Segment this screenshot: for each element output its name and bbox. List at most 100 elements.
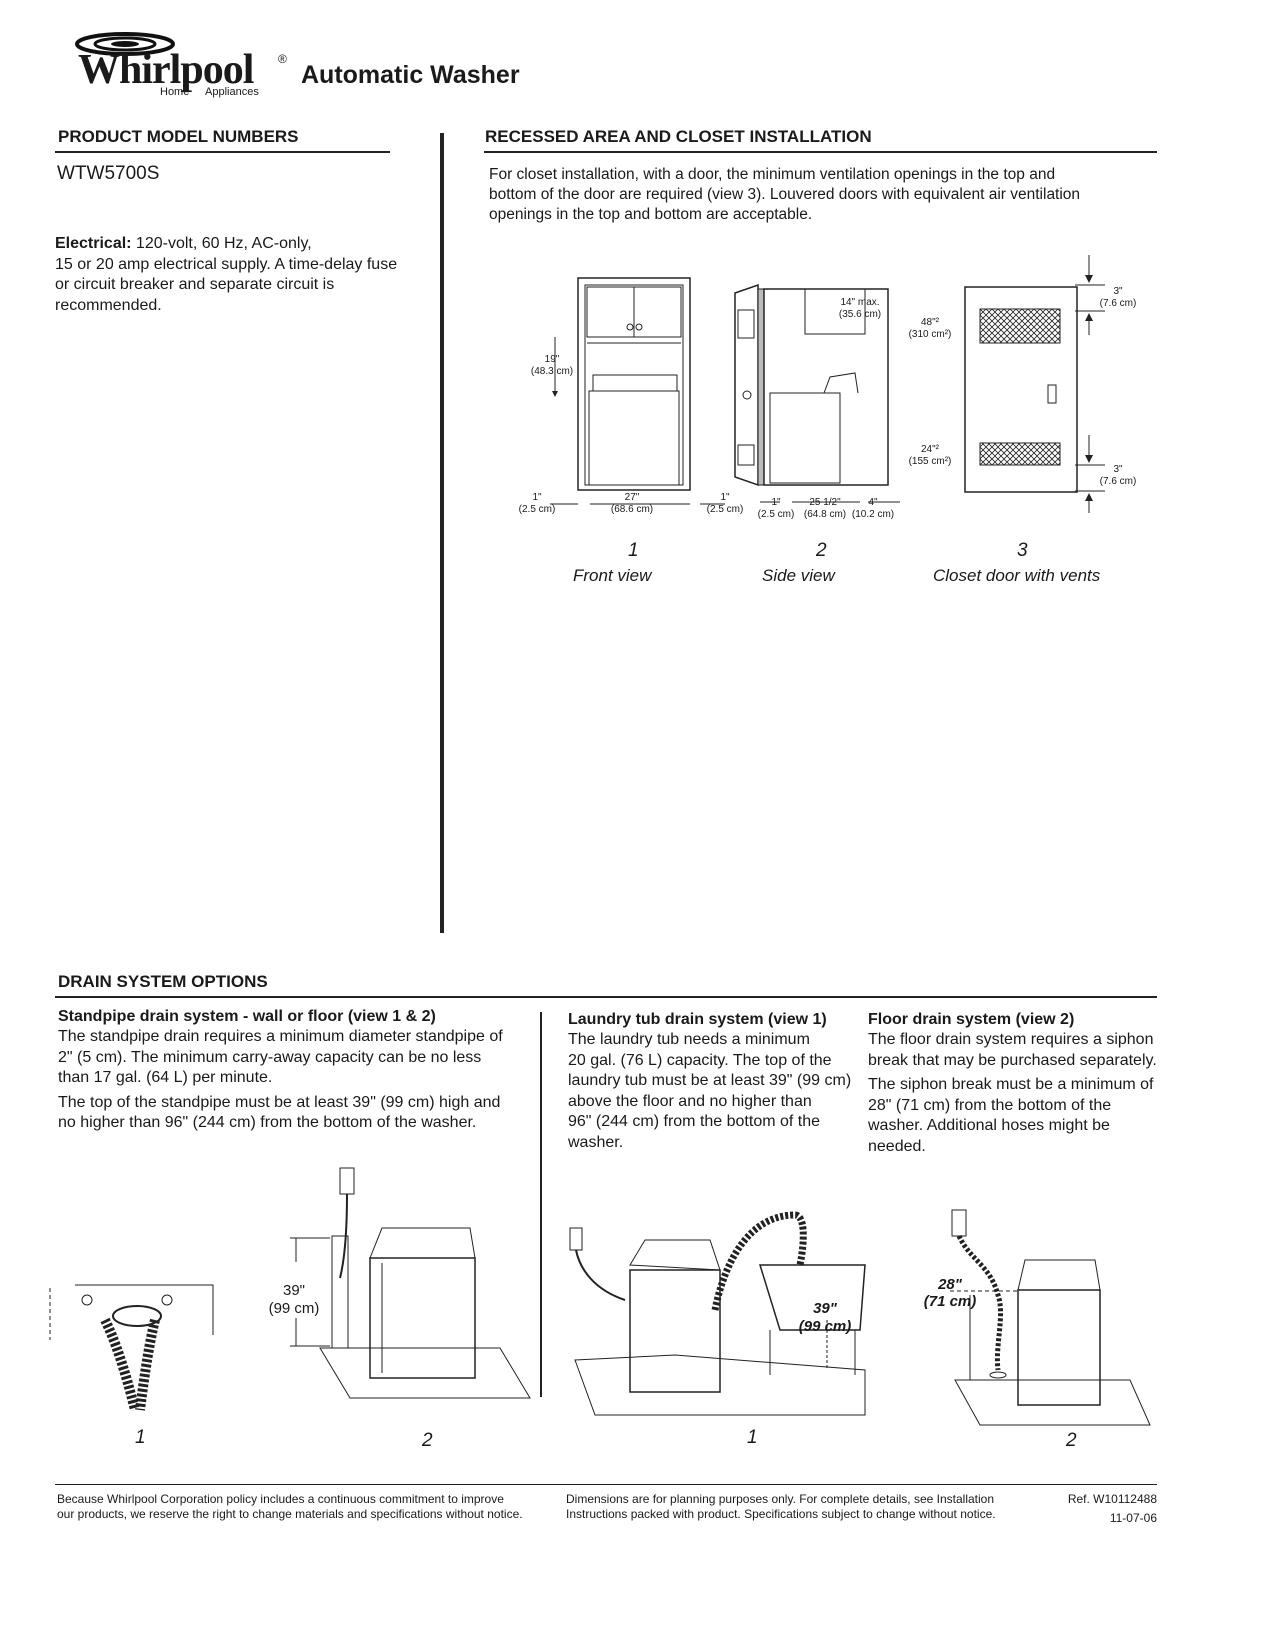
view-number: 2: [422, 1430, 433, 1451]
dim-cm: (68.6 cm): [610, 504, 654, 515]
dim-inch: 3": [1113, 464, 1123, 475]
standpipe-line: The standpipe drain requires a minimum d…: [58, 1028, 503, 1045]
dim-cm: (10.2 cm): [851, 509, 895, 520]
front-view-diagram: [552, 277, 691, 491]
floor-line: break that may be purchased separately.: [868, 1051, 1157, 1069]
view-number: 1: [628, 540, 639, 561]
dim-cm: (2.5 cm): [757, 509, 795, 520]
standpipe-line: 2" (5 cm). The minimum carry-away capaci…: [58, 1048, 482, 1066]
recessed-line: For closet installation, with a door, th…: [489, 166, 1056, 183]
footer-disclaimer: Because Whirlpool Corporation policy inc…: [57, 1492, 523, 1522]
dim-inch: 28": [938, 1276, 962, 1293]
view-number: 3: [1017, 540, 1028, 561]
side-view-diagram: [734, 283, 889, 487]
standpipe-wall-illustration: [49, 1284, 214, 1412]
model-number: WTW5700S: [57, 163, 160, 184]
view-number: 1: [135, 1427, 146, 1448]
dim-cm: (2.5 cm): [706, 504, 744, 515]
recessed-heading: RECESSED AREA AND CLOSET INSTALLATION: [485, 127, 872, 146]
page-title: Automatic Washer: [301, 61, 520, 89]
electrical-line: or circuit breaker and separate circuit …: [55, 276, 335, 293]
floor-line: needed.: [868, 1137, 926, 1155]
dim-cm: (99 cm): [798, 1318, 852, 1335]
dim-inch: 3": [1113, 286, 1123, 297]
dim-inch: 1": [720, 492, 730, 503]
floor-line: The floor drain system requires a siphon: [868, 1031, 1154, 1048]
door-dim-arrows: [1075, 255, 1105, 513]
recessed-description: For closet installation, with a door, th…: [489, 165, 1149, 225]
whirlpool-swirl-icon: [75, 32, 175, 56]
view-caption: Closet door with vents: [933, 566, 1101, 585]
drain-rule: [55, 996, 1157, 998]
drain-divider: [540, 1012, 542, 1397]
footer-dimensions-note: Dimensions are for planning purposes onl…: [566, 1492, 996, 1522]
view-caption: Front view: [573, 566, 652, 585]
dim-cm: (310 cm²): [908, 329, 952, 340]
floor-section: Floor drain system (view 2) The floor dr…: [868, 1011, 1168, 1157]
door-dim-3b: 3" (7.6 cm): [1096, 464, 1140, 488]
floor-dim: 28" (71 cm): [918, 1276, 982, 1310]
brand-sub-appliances: Appliances: [205, 86, 259, 98]
dim-inch: 39": [813, 1300, 837, 1317]
brand-logo: Whirlpool: [78, 47, 254, 93]
recessed-line: openings in the top and bottom are accep…: [489, 206, 813, 223]
floor-line: The siphon break must be a minimum of: [868, 1076, 1154, 1093]
view-caption: Side view: [762, 566, 835, 585]
standpipe-title: Standpipe drain system - wall or floor (…: [58, 1008, 436, 1025]
front-dim-27: 27" (68.6 cm): [600, 492, 664, 516]
dim-cm: (155 cm²): [908, 456, 952, 467]
column-divider: [440, 133, 444, 933]
standpipe-line: no higher than 96" (244 cm) from the bot…: [58, 1114, 477, 1131]
footer-line: Instructions packed with product. Specif…: [566, 1507, 996, 1521]
dim-cm: (48.3 cm): [530, 366, 574, 377]
dim-cm: (99 cm): [268, 1300, 320, 1317]
electrical-line: 15 or 20 amp electrical supply. A time-d…: [55, 255, 398, 273]
tub-line: 96" (244 cm) from the bottom of the: [568, 1113, 821, 1130]
footer-line: Dimensions are for planning purposes onl…: [566, 1492, 995, 1506]
standpipe-floor-illustration: [290, 1167, 531, 1399]
door-dim-48: 48"² (310 cm²): [902, 317, 958, 341]
tub-line: The laundry tub needs a minimum: [568, 1031, 810, 1048]
view-number: 1: [747, 1427, 758, 1448]
standpipe-line: The top of the standpipe must be at leas…: [58, 1093, 501, 1111]
floor-drain-illustration: [950, 1209, 1151, 1426]
standpipe-dim: 39" (99 cm): [262, 1282, 326, 1318]
electrical-line: recommended.: [55, 296, 162, 314]
tub-title: Laundry tub drain system (view 1): [568, 1011, 827, 1028]
dim-inch: 14" max.: [840, 297, 880, 308]
dim-cm: (35.6 cm): [838, 309, 882, 320]
dim-cm: (7.6 cm): [1099, 476, 1137, 487]
registered-mark: ®: [278, 52, 287, 66]
floor-line: washer. Additional hoses might be: [868, 1117, 1110, 1134]
view-number: 2: [1066, 1430, 1077, 1451]
front-dim-arrows: [550, 503, 725, 505]
dim-cm: (64.8 cm): [803, 509, 847, 520]
dim-inch: 19": [544, 354, 560, 365]
tub-line: laundry tub must be at least 39" (99 cm): [568, 1072, 852, 1089]
door-dim-3a: 3" (7.6 cm): [1096, 286, 1140, 310]
front-dim-19: 19" (48.3 cm): [527, 354, 577, 378]
dim-inch: 27": [624, 492, 640, 503]
dim-cm: (71 cm): [923, 1293, 977, 1310]
front-dim-1a: 1" (2.5 cm): [512, 492, 562, 516]
ref-date: 11-07-06: [1109, 1511, 1157, 1525]
ref-number: Ref. W10112488: [1067, 1492, 1157, 1506]
tub-line: washer.: [568, 1133, 624, 1151]
footer-line: Because Whirlpool Corporation policy inc…: [57, 1492, 504, 1506]
front-dim-1b: 1" (2.5 cm): [700, 492, 750, 516]
dim-cm: (2.5 cm): [518, 504, 556, 515]
recessed-rule: [484, 151, 1157, 153]
tub-section: Laundry tub drain system (view 1) The la…: [568, 1011, 858, 1153]
standpipe-section: Standpipe drain system - wall or floor (…: [58, 1008, 538, 1134]
electrical-text: 120-volt, 60 Hz, AC-only,: [131, 235, 312, 252]
dim-inch: 39": [282, 1282, 305, 1299]
dim-inch: 1": [532, 492, 542, 503]
models-heading: PRODUCT MODEL NUMBERS: [58, 127, 299, 146]
brand-sub-home: Home: [160, 86, 190, 98]
closet-door-diagram: [964, 286, 1078, 493]
dim-inch: 24"²: [920, 444, 939, 455]
standpipe-line: than 17 gal. (64 L) per minute.: [58, 1069, 273, 1086]
footer-line: our products, we reserve the right to ch…: [57, 1507, 523, 1521]
side-dim-14: 14" max. (35.6 cm): [832, 297, 888, 321]
dim-cm: (7.6 cm): [1099, 298, 1137, 309]
